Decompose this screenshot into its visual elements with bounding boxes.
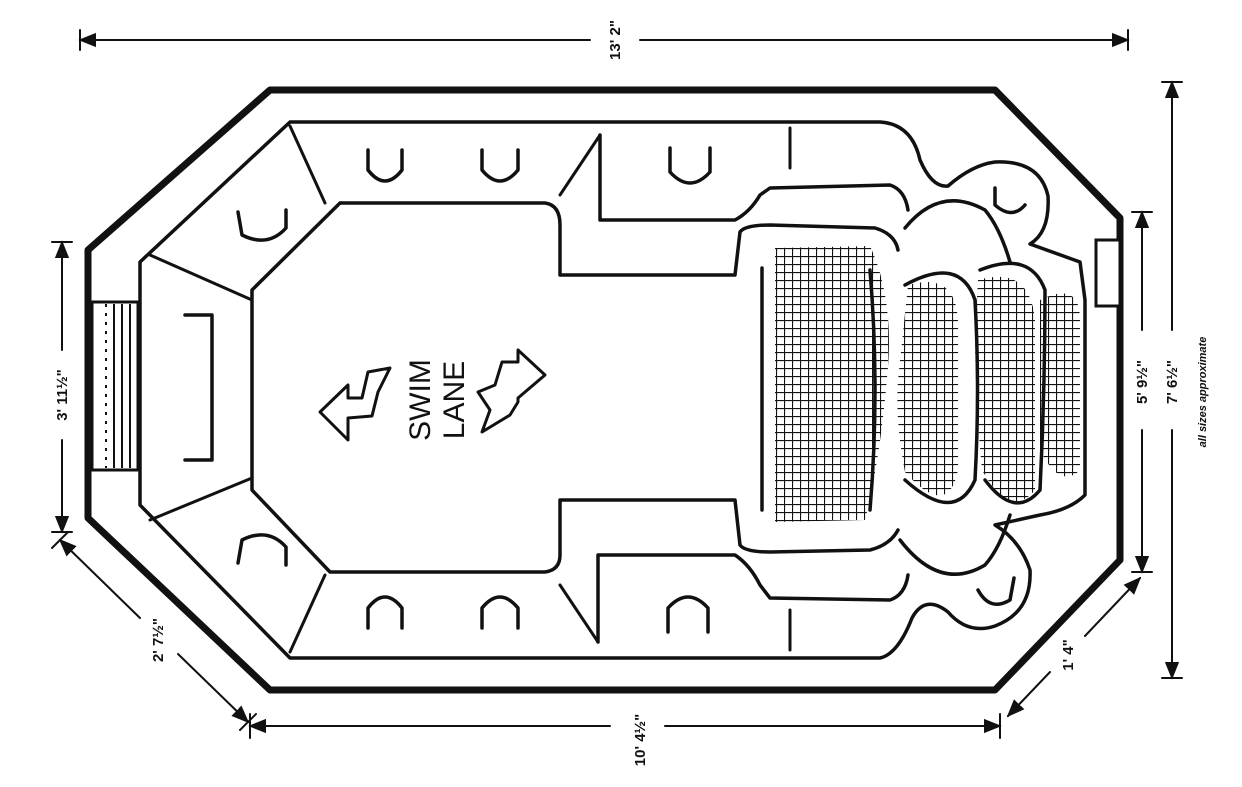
outer-shell bbox=[84, 86, 1124, 694]
corner-left-dimension: 2' 7½" bbox=[51, 531, 257, 731]
side-length-label: 10' 4½" bbox=[632, 714, 649, 766]
corner-right-label: 1' 4" bbox=[1060, 639, 1077, 671]
seat-dividers bbox=[148, 124, 792, 654]
inner-width-label: 5' 9½" bbox=[1134, 360, 1151, 404]
left-end-width-dimension: 3' 11½" bbox=[51, 240, 73, 534]
overall-length-dimension: 13' 2" bbox=[78, 20, 1130, 60]
seat-marks bbox=[183, 146, 1027, 634]
upper-lounger-outline bbox=[598, 133, 910, 222]
corner-left-label: 2' 7½" bbox=[150, 618, 167, 662]
overall-length-label: 13' 2" bbox=[607, 20, 624, 60]
swim-lane-area bbox=[250, 201, 900, 574]
left-end-width-label: 3' 11½" bbox=[54, 369, 71, 421]
swim-direction-arrow-icon bbox=[476, 348, 547, 434]
swim-label-line2: LANE bbox=[438, 361, 471, 439]
inner-width-dimension: 5' 9½" bbox=[1131, 210, 1153, 574]
control-panel bbox=[1094, 238, 1122, 308]
overall-width-label: 7' 6½" bbox=[1164, 360, 1181, 404]
approximate-note: all sizes approximate bbox=[1197, 337, 1209, 448]
jet-grids bbox=[775, 246, 1080, 522]
swim-label-line1: SWIM bbox=[404, 359, 437, 441]
swim-direction-arrow-icon bbox=[318, 366, 392, 442]
side-length-dimension: 10' 4½" bbox=[248, 713, 1002, 766]
entry-step bbox=[90, 300, 140, 472]
lower-lounger-outline bbox=[596, 553, 910, 644]
overall-width-dimension: 7' 6½" bbox=[1161, 80, 1183, 680]
inner-rim bbox=[138, 120, 1087, 660]
corner-right-dimension: 1' 4" bbox=[1006, 576, 1142, 718]
